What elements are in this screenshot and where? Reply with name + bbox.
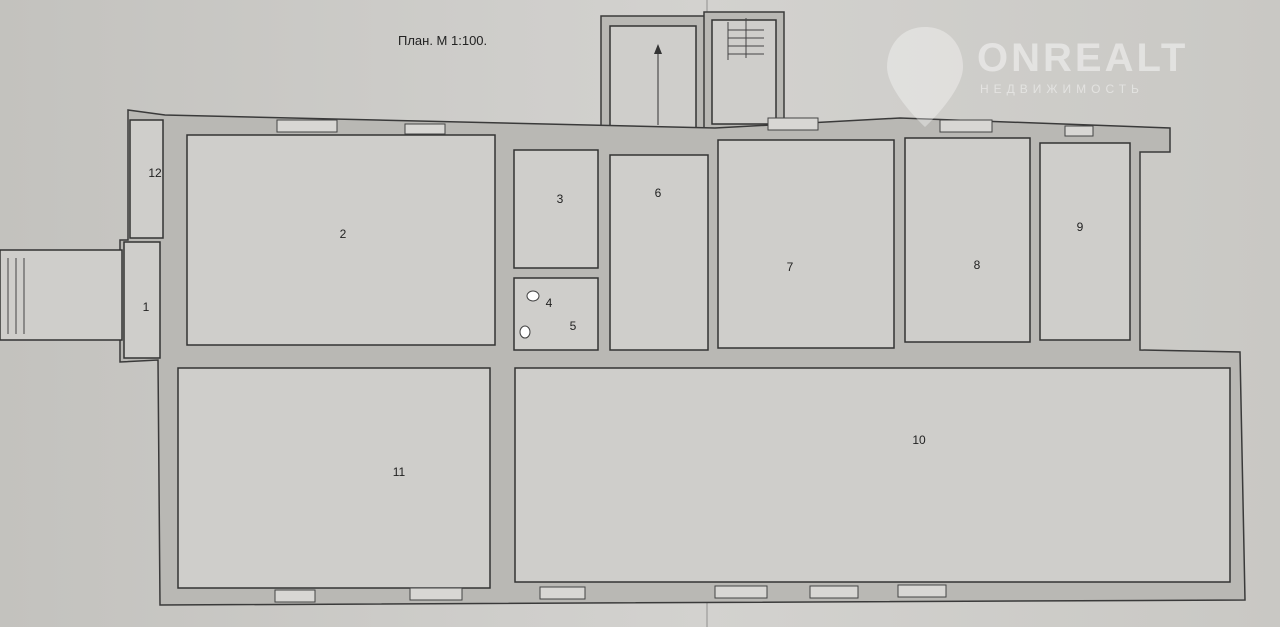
watermark-brand: ONREALT [977,36,1189,80]
arrow-up-icon [654,44,662,54]
room-4-5 [513,277,599,351]
room-1 [123,241,161,359]
room-label-1: 1 [142,300,150,314]
room-label-8: 8 [973,258,981,272]
room-11 [177,367,491,589]
watermark-subtitle: НЕДВИЖИМОСТЬ [980,82,1144,96]
room-9 [1039,142,1131,341]
room-label-3: 3 [556,192,564,206]
toilet-icons [519,290,540,339]
room-label-6: 6 [654,186,662,200]
room-label-9: 9 [1076,220,1084,234]
room-7 [717,139,895,349]
room-3 [513,149,599,269]
room-label-7: 7 [786,260,794,274]
stair-room [711,19,777,125]
room-2 [186,134,496,346]
side-stair [0,249,123,341]
room-6 [609,154,709,351]
room-10 [514,367,1231,583]
plan-title: План. М 1:100. [398,33,488,48]
room-8 [904,137,1031,343]
watermark: ONREALT НЕДВИЖИМОСТЬ [885,22,1185,137]
room-label-5: 5 [569,319,577,333]
room-label-12: 12 [148,166,162,180]
side-stairs-icon [7,258,25,334]
room-12 [129,119,164,239]
windows [274,117,1094,603]
room-label-10: 10 [912,433,926,447]
vestibule-room [609,25,697,131]
room-label-2: 2 [339,227,347,241]
stairs-icon [727,18,764,60]
location-home-icon [887,27,963,127]
room-label-11: 11 [392,465,406,479]
room-label-4: 4 [545,296,553,310]
